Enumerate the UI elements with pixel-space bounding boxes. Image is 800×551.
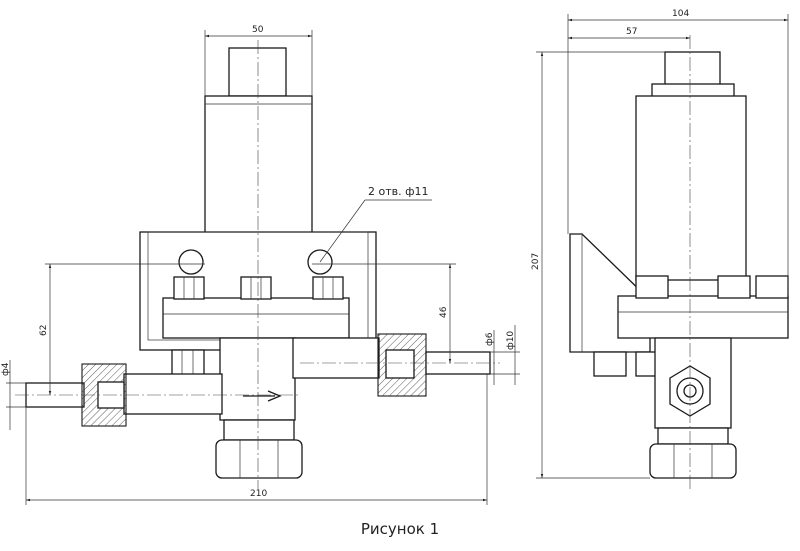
front-dimensions: 50 210 62 46 ф4 ф6 ф10 2 отв. ф11	[1, 25, 520, 505]
figure-caption: Рисунок 1	[360, 520, 440, 538]
valve-body	[219, 337, 296, 421]
dim-front-height-left: 62	[39, 325, 49, 336]
right-pipe	[292, 337, 380, 379]
side-bottom-neck	[657, 427, 729, 445]
dim-front-pipe-dia-left: ф4	[1, 362, 11, 376]
arrow-right-icon	[243, 390, 282, 402]
dim-front-top-width: 50	[252, 25, 264, 35]
side-dimensions: 104 57 207	[531, 9, 789, 479]
mounting-hole-left	[178, 249, 204, 275]
dim-front-height-right: 46	[439, 306, 449, 318]
dim-front-overall-width: 210	[250, 489, 267, 499]
mounting-hole-right	[307, 249, 333, 275]
holes-note: 2 отв. ф11	[368, 185, 429, 198]
dim-front-pipe-dia-inner: ф6	[485, 332, 495, 346]
left-pipe	[123, 373, 223, 415]
flange-plate	[162, 297, 350, 339]
dim-side-overall-width: 104	[672, 9, 689, 19]
bottom-neck	[223, 419, 295, 441]
dim-side-partial-width: 57	[626, 27, 637, 37]
side-flange-plate	[617, 295, 789, 339]
side-solenoid-body	[635, 95, 747, 281]
bolt-heads-top	[173, 276, 344, 300]
dim-front-pipe-dia-outer: ф10	[506, 331, 516, 350]
bottom-hex-nut	[215, 439, 303, 479]
side-bottom-nut	[649, 443, 737, 479]
dim-side-overall-height: 207	[531, 253, 541, 270]
bolt-head-bottom	[171, 349, 205, 377]
front-view	[15, 40, 500, 490]
solenoid-cap	[228, 47, 287, 97]
side-view	[569, 35, 789, 490]
